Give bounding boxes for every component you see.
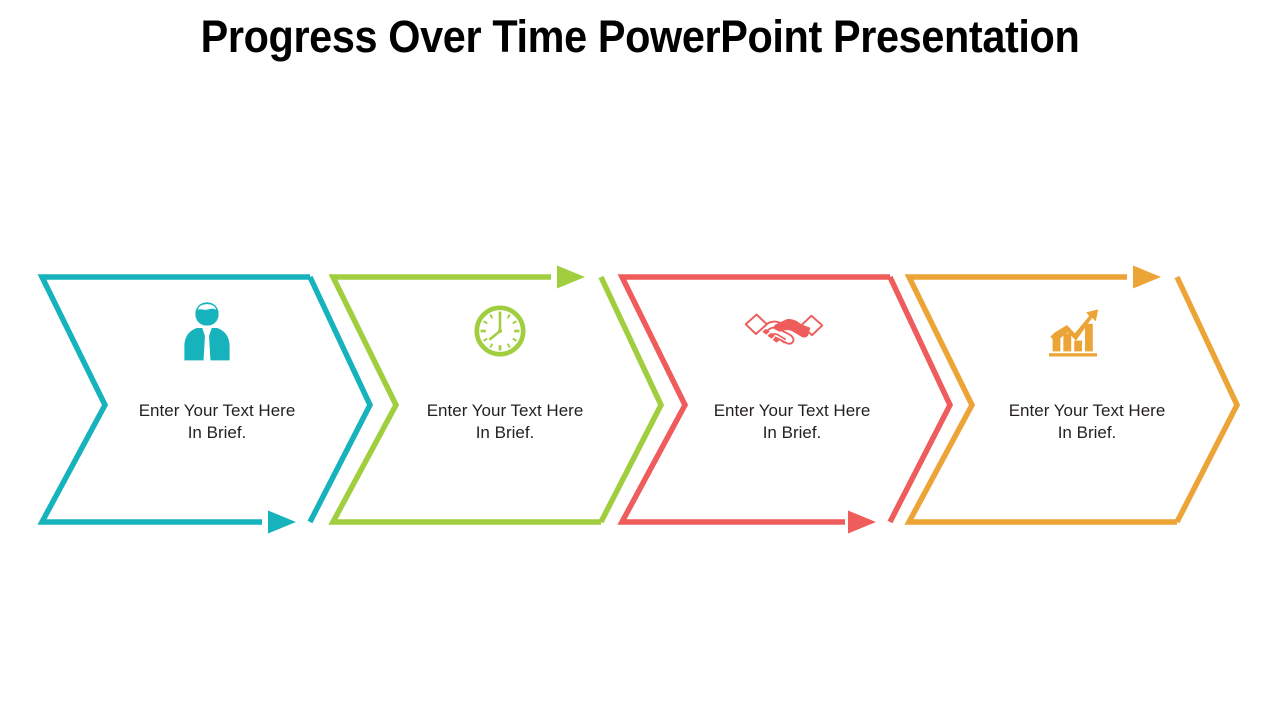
step-text-line2-1: In Brief. — [188, 423, 247, 442]
step-text-line1-4: Enter Your Text Here — [1009, 401, 1166, 420]
step-text-line1-2: Enter Your Text Here — [427, 401, 584, 420]
chevron-point-2 — [598, 275, 665, 524]
step-text-line2-4: In Brief. — [1058, 423, 1117, 442]
businessman-icon — [184, 302, 230, 363]
chevron-point-1 — [307, 275, 374, 524]
process-step-2[interactable]: Enter Your Text Here In Brief. — [328, 265, 665, 525]
step-arrow-4 — [1133, 265, 1161, 289]
chevron-point-3 — [887, 275, 954, 524]
step-text-line2-2: In Brief. — [476, 423, 535, 442]
handshake-icon — [744, 313, 824, 345]
page-title: Progress Over Time PowerPoint Presentati… — [200, 11, 1080, 62]
chevron-outline-4 — [904, 274, 1177, 525]
process-step-1[interactable]: Enter Your Text Here In Brief. — [37, 274, 374, 534]
step-text-line1-1: Enter Your Text Here — [139, 401, 296, 420]
step-arrow-1 — [268, 510, 296, 534]
process-step-4[interactable]: Enter Your Text Here In Brief. — [904, 265, 1241, 525]
step-text-line1-3: Enter Your Text Here — [714, 401, 871, 420]
chevron-outline-1 — [37, 274, 310, 525]
chevron-point-4 — [1174, 275, 1241, 524]
step-arrow-2 — [557, 265, 585, 289]
chevron-outline-2 — [328, 274, 601, 525]
step-text-line2-3: In Brief. — [763, 423, 822, 442]
clock-icon — [477, 308, 523, 354]
process-step-3[interactable]: Enter Your Text Here In Brief. — [617, 274, 954, 534]
step-arrow-3 — [848, 510, 876, 534]
growth-chart-icon — [1049, 309, 1099, 357]
chevron-outline-3 — [617, 274, 890, 525]
